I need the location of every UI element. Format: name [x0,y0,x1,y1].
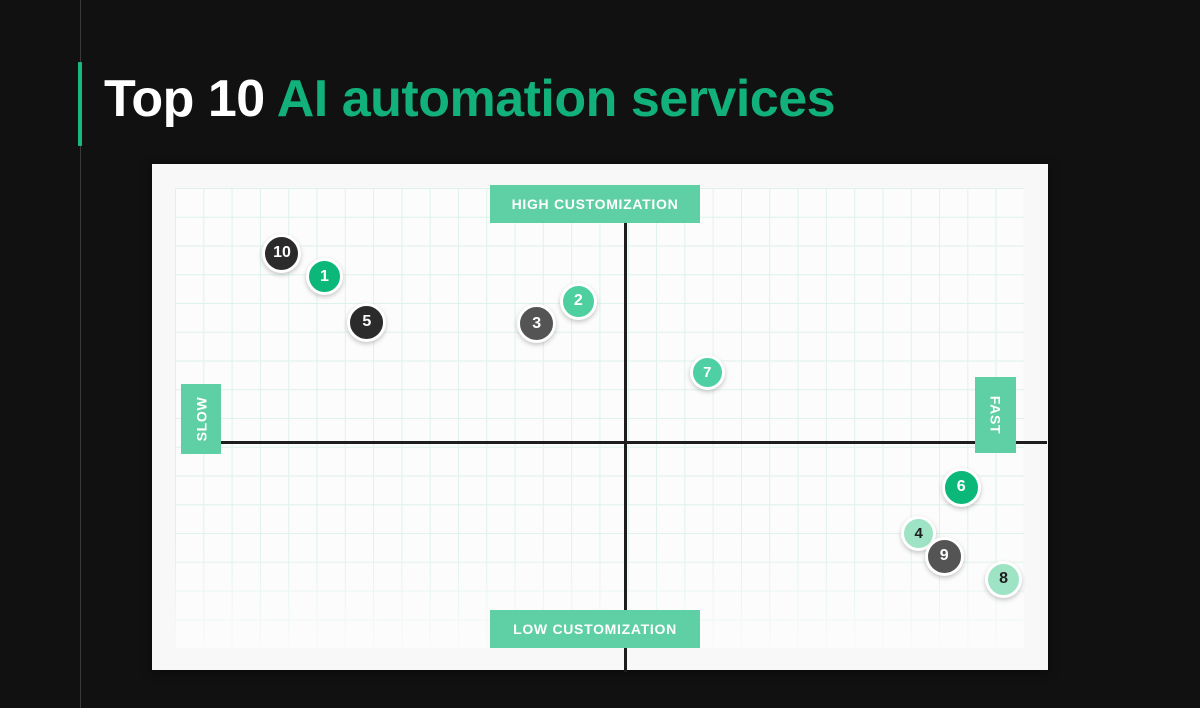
page-title-plain: Top 10 [104,70,265,128]
scatter-bubble-label: 1 [319,267,329,285]
scatter-bubble-label: 3 [532,314,542,332]
plot-bottom-fade [175,188,1024,648]
scatter-bubble-6[interactable]: 6 [941,467,981,507]
scatter-bubble-5[interactable]: 5 [347,302,387,342]
quadrant-label-low-customization-text: LOW CUSTOMIZATION [513,621,677,637]
title-accent-bar [78,62,82,146]
scatter-bubble-label: 9 [939,547,949,565]
scatter-bubble-label: 4 [914,524,923,542]
scatter-bubble-label: 2 [573,292,583,310]
quadrant-label-high-customization-text: HIGH CUSTOMIZATION [511,196,679,212]
scatter-bubble-label: 7 [703,363,712,381]
scatter-bubble-8[interactable]: 8 [985,560,1023,598]
quadrant-label-high-customization: HIGH CUSTOMIZATION [490,185,700,223]
scatter-bubble-1[interactable]: 1 [305,258,343,296]
quadrant-label-fast: FAST [975,377,1016,453]
scatter-bubble-label: 5 [362,313,372,331]
scatter-bubble-10[interactable]: 10 [262,233,302,273]
quadrant-label-slow-text: SLOW [193,396,210,442]
vertical-rule [80,0,81,708]
quadrant-label-slow: SLOW [181,384,221,454]
page-title: Top 10 AI automation services [104,70,836,130]
scatter-bubble-3[interactable]: 3 [517,304,557,344]
scatter-bubble-label: 10 [273,244,291,262]
quadrant-label-low-customization: LOW CUSTOMIZATION [490,610,700,648]
scatter-bubble-label: 6 [956,478,966,495]
scatter-bubble-9[interactable]: 9 [924,536,964,576]
quadrant-label-fast-text: FAST [987,395,1004,435]
page-title-accent: AI automation services [276,70,836,128]
scatter-bubble-7[interactable]: 7 [689,354,725,390]
scatter-bubble-label: 8 [999,570,1009,588]
x-axis-line [198,441,1047,444]
scatter-bubble-2[interactable]: 2 [559,282,597,320]
